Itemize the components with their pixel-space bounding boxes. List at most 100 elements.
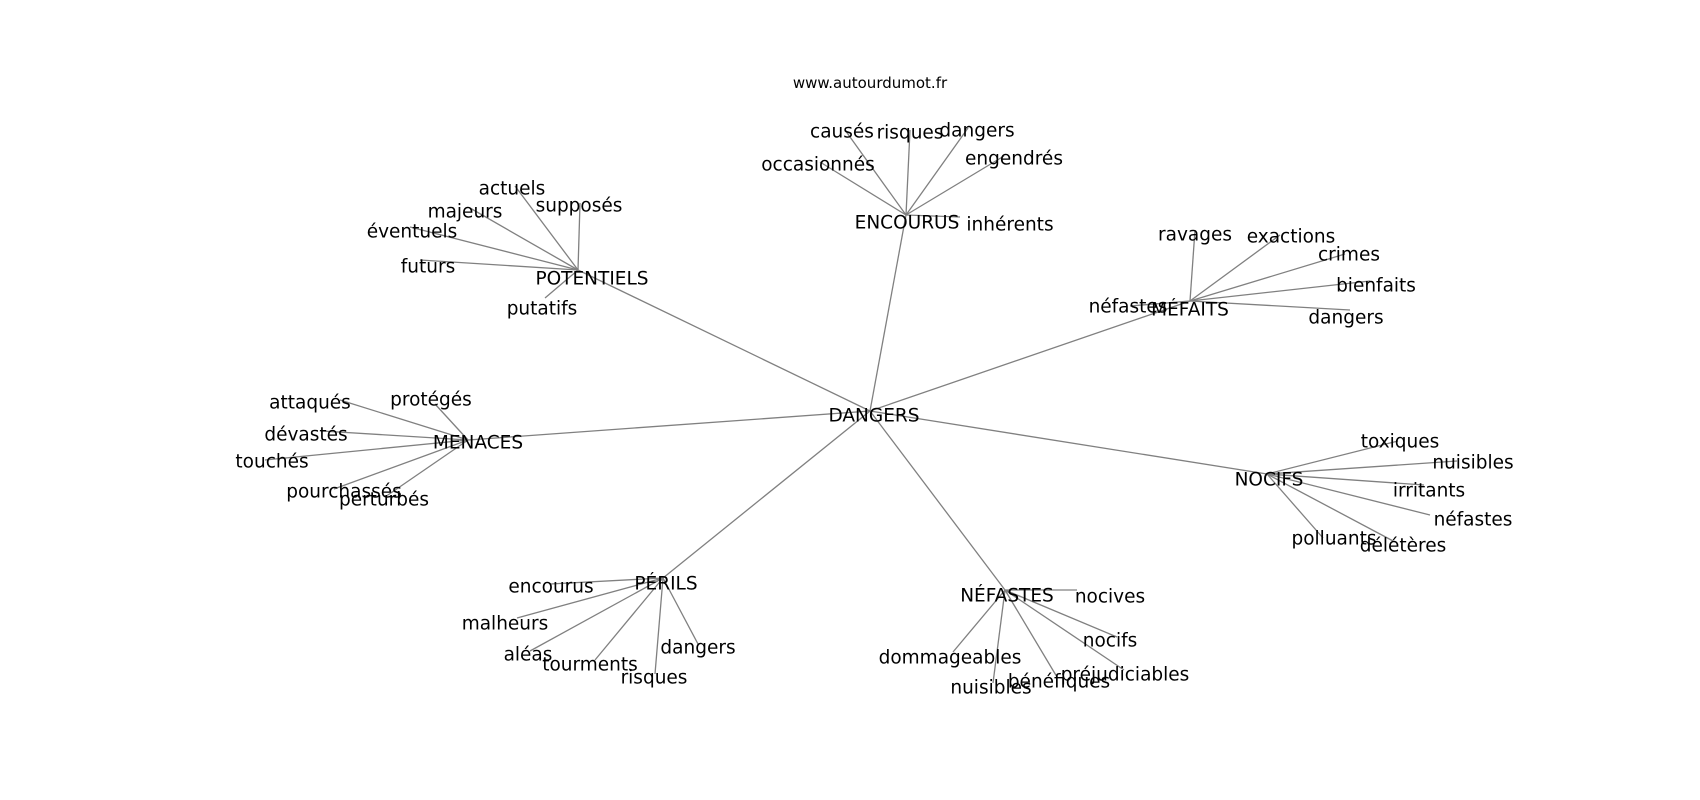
leaf-node-label: futurs (401, 257, 455, 278)
edge-hub-leaf (819, 161, 907, 216)
leaf-node-label: tourments (542, 655, 638, 676)
edge-hub-leaf (514, 185, 579, 271)
leaf-node-label: bénéfiques (1008, 672, 1110, 693)
edge-hub-leaf (905, 155, 1005, 216)
leaf-node-label: malheurs (462, 614, 549, 635)
leaf-node-label: inhérents (966, 215, 1053, 236)
edge-hub-leaf (905, 214, 961, 218)
leaf-node-label: préjudiciables (1061, 665, 1190, 686)
edge-hub-leaf (1004, 589, 1125, 671)
watermark-text: www.autourdumot.fr (793, 74, 948, 92)
edge-hub-leaf (1266, 473, 1425, 486)
edge-root-hub (869, 410, 1006, 591)
leaf-node-label: dangers (1308, 308, 1383, 329)
leaf-node-label: perturbés (339, 490, 429, 511)
edge-root-hub (577, 269, 871, 412)
edge-hub-leaf (1266, 473, 1324, 539)
leaf-node-label: néfastes (1089, 297, 1168, 318)
leaf-node-label: néfastes (1434, 510, 1513, 531)
leaf-node-label: dommageables (879, 648, 1022, 669)
edge-root-hub (869, 410, 1268, 475)
leaf-node-label: nocifs (1083, 631, 1138, 652)
edge-hub-leaf (1189, 280, 1371, 302)
edge-hub-leaf (905, 127, 969, 216)
leaf-node-label: bienfaits (1336, 276, 1416, 297)
leaf-node-label: nuisibles (950, 678, 1031, 699)
edge-hub-leaf (1266, 473, 1396, 543)
edge-hub-leaf (384, 439, 469, 498)
edge-root-hub (869, 214, 907, 412)
edge-hub-leaf (1189, 229, 1196, 302)
edge-root-hub (662, 410, 871, 579)
graph-edges (264, 127, 1458, 684)
edge-hub-leaf (1266, 473, 1431, 516)
edge-hub-leaf (992, 589, 1006, 684)
leaf-node-label: majeurs (428, 202, 503, 223)
edge-hub-leaf (952, 589, 1006, 653)
edge-hub-leaf (409, 226, 579, 271)
leaf-node-label: nocives (1075, 587, 1145, 608)
edge-hub-leaf (654, 577, 664, 675)
edge-root-hub (467, 410, 871, 441)
edge-hub-leaf (434, 403, 469, 441)
edge-hub-leaf (1004, 589, 1118, 638)
edge-hub-leaf (419, 259, 579, 271)
edge-hub-leaf (333, 439, 469, 490)
leaf-node-label: putatifs (507, 299, 578, 320)
leaf-node-label: supposés (536, 196, 623, 217)
edge-hub-leaf (1004, 589, 1058, 678)
hub-node-label: POTENTIELS (535, 269, 648, 290)
leaf-node-label: actuels (479, 179, 546, 200)
edge-hub-leaf (529, 577, 664, 652)
leaf-node-label: irritants (1393, 481, 1465, 502)
edge-hub-leaf (321, 430, 469, 441)
edge-hub-leaf (1189, 300, 1351, 311)
edge-hub-leaf (469, 207, 579, 271)
leaf-node-label: touchés (235, 452, 308, 473)
edge-hub-leaf (577, 202, 581, 271)
leaf-node-label: toxiques (1361, 432, 1440, 453)
leaf-node-label: protégés (390, 390, 472, 411)
hub-node-label: NÉFASTES (960, 585, 1054, 607)
edge-hub-leaf (544, 269, 579, 299)
edge-hub-leaf (1189, 253, 1346, 302)
leaf-node-label: éventuels (367, 222, 458, 243)
leaf-node-label: exactions (1247, 227, 1336, 248)
edge-hub-leaf (1266, 440, 1399, 475)
edge-hub-leaf (1129, 300, 1191, 307)
edge-hub-leaf (662, 577, 699, 645)
hub-node-label: ENCOURUS (855, 213, 960, 234)
edge-root-hub (869, 300, 1191, 412)
edge-hub-leaf (549, 577, 664, 585)
leaf-node-label: dévastés (264, 425, 347, 446)
root-node-label: DANGERS (828, 406, 919, 427)
leaf-node-label: occasionnés (761, 155, 875, 176)
hub-node-label: MÉFAITS (1151, 299, 1229, 321)
leaf-node-label: causés (810, 122, 874, 143)
hub-node-label: NOCIFS (1235, 470, 1304, 491)
edge-hub-leaf (1266, 460, 1458, 475)
edge-hub-leaf (844, 129, 907, 216)
leaf-node-label: aléas (504, 645, 553, 666)
leaf-node-label: dangers (939, 121, 1014, 142)
hub-node-label: PÉRILS (634, 573, 697, 595)
leaf-node-label: engendrés (965, 149, 1063, 170)
leaf-node-label: nuisibles (1432, 453, 1513, 474)
edge-hub-leaf (339, 399, 469, 441)
leaf-node-label: ravages (1158, 225, 1232, 246)
edge-hub-leaf (516, 577, 664, 619)
leaf-node-label: crimes (1318, 245, 1380, 266)
leaf-node-label: pourchassés (286, 482, 402, 503)
leaf-node-label: polluants (1291, 529, 1376, 550)
leaf-node-label: encourus (508, 577, 593, 598)
hub-node-label: MENACES (433, 433, 523, 454)
leaf-node-label: attaqués (269, 393, 351, 414)
edge-hub-leaf (1189, 234, 1281, 302)
edge-hub-leaf (905, 129, 911, 216)
leaf-node-label: dangers (660, 638, 735, 659)
edge-hub-leaf (264, 439, 469, 461)
leaf-node-label: délétères (1360, 536, 1447, 557)
edge-hub-leaf (594, 577, 664, 661)
